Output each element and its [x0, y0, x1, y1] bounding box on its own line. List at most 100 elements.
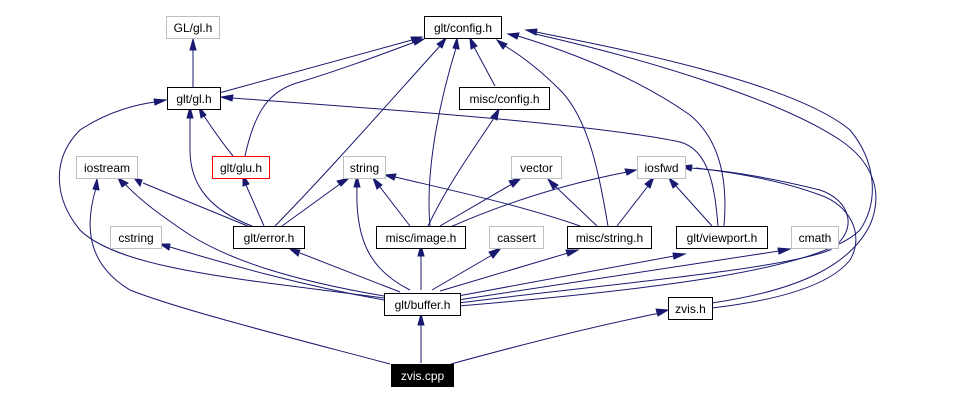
arrowhead: [672, 252, 687, 260]
node-label: misc/string.h: [576, 231, 643, 245]
arrowhead: [412, 38, 426, 46]
edge-misc-string-h-to-vector: [555, 186, 598, 227]
arrowhead: [153, 98, 168, 106]
arrowhead: [546, 177, 559, 190]
node-box: [391, 364, 454, 387]
node-box: [167, 87, 221, 110]
arrowhead: [469, 36, 478, 50]
edge-zvis-cpp-to-zvis-h: [450, 312, 661, 365]
node-box: [424, 16, 502, 39]
node-label: glt/buffer.h: [395, 298, 451, 312]
edge-misc-string-h-to-string: [394, 176, 581, 227]
arrowhead: [186, 105, 194, 119]
node-label: iostream: [84, 161, 130, 175]
node-cmath[interactable]: cmath: [791, 226, 839, 249]
node-box: [637, 156, 686, 179]
edge-glt-viewport-h-to-iosfwd: [675, 185, 713, 227]
node-glt-glu-h[interactable]: glt/glu.h: [212, 156, 270, 179]
node-misc-config-h[interactable]: misc/config.h: [459, 87, 550, 110]
arrowhead: [336, 177, 351, 187]
node-label: misc/image.h: [386, 231, 457, 245]
nodes-layer: GL/gl.h glt/config.h glt/gl.h misc/config.h…: [76, 16, 839, 387]
node-box: [343, 156, 386, 179]
edge-glt-buffer-h-to-glt-gl-h: [58, 101, 385, 299]
node-box: [76, 156, 138, 179]
node-glt-error-h[interactable]: glt/error.h: [233, 226, 305, 249]
arrowhead: [436, 36, 448, 49]
node-label: cmath: [799, 231, 832, 245]
arrowhead: [371, 176, 383, 190]
node-glt-viewport-h[interactable]: glt/viewport.h: [676, 226, 768, 249]
node-box: [376, 226, 466, 249]
edge-glt-buffer-h-to-glt-config-h: [457, 31, 873, 307]
arrowhead: [116, 176, 129, 188]
node-box: [384, 293, 461, 316]
edge-glt-buffer-h-to-misc-string-h: [439, 252, 569, 292]
edge-glt-error-h-to-iostream: [142, 182, 251, 228]
arrowhead: [132, 177, 143, 188]
node-misc-string-h[interactable]: misc/string.h: [567, 226, 652, 249]
edge-glt-viewport-h-to-glt-gl-h: [231, 97, 719, 227]
node-box: [791, 226, 839, 249]
edge-misc-image-h-to-glt-config-h: [428, 47, 457, 227]
node-box: [110, 226, 162, 249]
arrowhead: [524, 28, 538, 36]
node-box: [233, 226, 305, 249]
node-glt-config-h[interactable]: glt/config.h: [424, 16, 502, 39]
arrowhead: [417, 312, 425, 326]
arrowhead: [488, 246, 503, 259]
node-label: glt/error.h: [244, 231, 295, 245]
node-vector[interactable]: vector: [511, 156, 562, 179]
edge-glt-buffer-h-to-iostream: [125, 184, 385, 297]
edge-glt-glu-h-to-glt-config-h: [244, 41, 416, 157]
node-label: GL/gl.h: [174, 21, 213, 35]
node-cstring[interactable]: cstring: [110, 226, 162, 249]
node-box: [212, 156, 270, 179]
node-label: zvis.cpp: [401, 369, 445, 383]
node-box: [166, 16, 220, 39]
node-zvis-h[interactable]: zvis.h: [668, 297, 713, 320]
edge-glt-error-h-to-glt-config-h: [274, 45, 441, 227]
edge-glt-glu-h-to-glt-gl-h: [203, 115, 234, 157]
node-label: iosfwd: [644, 161, 678, 175]
edge-zvis-h-to-iosfwd: [695, 167, 857, 309]
edge-glt-buffer-h-to-glt-error-h: [299, 252, 401, 293]
arrowhead: [777, 247, 792, 255]
node-string[interactable]: string: [343, 156, 386, 179]
arrowhead: [158, 243, 171, 251]
node-gl-gl-h[interactable]: GL/gl.h: [166, 16, 220, 39]
node-label: string: [350, 161, 379, 175]
arrowhead: [506, 32, 520, 40]
node-label: glt/config.h: [434, 21, 492, 35]
edge-misc-image-h-to-vector: [439, 183, 513, 227]
node-misc-image-h[interactable]: misc/image.h: [376, 226, 466, 249]
edge-glt-buffer-h-to-cmath: [457, 250, 780, 301]
arrowhead: [219, 94, 234, 102]
arrowhead: [189, 37, 197, 51]
arrowhead: [383, 173, 397, 181]
node-zvis-cpp[interactable]: zvis.cpp: [391, 364, 454, 387]
node-box: [511, 156, 562, 179]
node-label: glt/glu.h: [220, 161, 262, 175]
edge-glt-buffer-h-to-cassert: [431, 254, 493, 291]
node-label: vector: [520, 161, 553, 175]
arrowhead: [667, 176, 679, 189]
node-label: cassert: [497, 231, 536, 245]
node-box: [567, 226, 652, 249]
node-box: [489, 226, 544, 249]
node-iosfwd[interactable]: iosfwd: [637, 156, 686, 179]
arrowhead: [624, 168, 638, 176]
arrowhead: [655, 308, 670, 317]
edge-misc-config-h-to-glt-config-h: [473, 46, 496, 87]
node-iostream[interactable]: iostream: [76, 156, 138, 179]
edge-zvis-cpp-to-iostream: [89, 187, 391, 365]
node-box: [668, 297, 713, 320]
edge-glt-gl-h-to-glt-config-h: [218, 39, 413, 94]
node-glt-buffer-h[interactable]: glt/buffer.h: [384, 293, 461, 316]
arrowhead: [353, 174, 361, 188]
node-cassert[interactable]: cassert: [489, 226, 544, 249]
node-glt-gl-h[interactable]: glt/gl.h: [167, 87, 221, 110]
arrowhead: [452, 36, 460, 50]
arrowhead: [417, 243, 425, 257]
